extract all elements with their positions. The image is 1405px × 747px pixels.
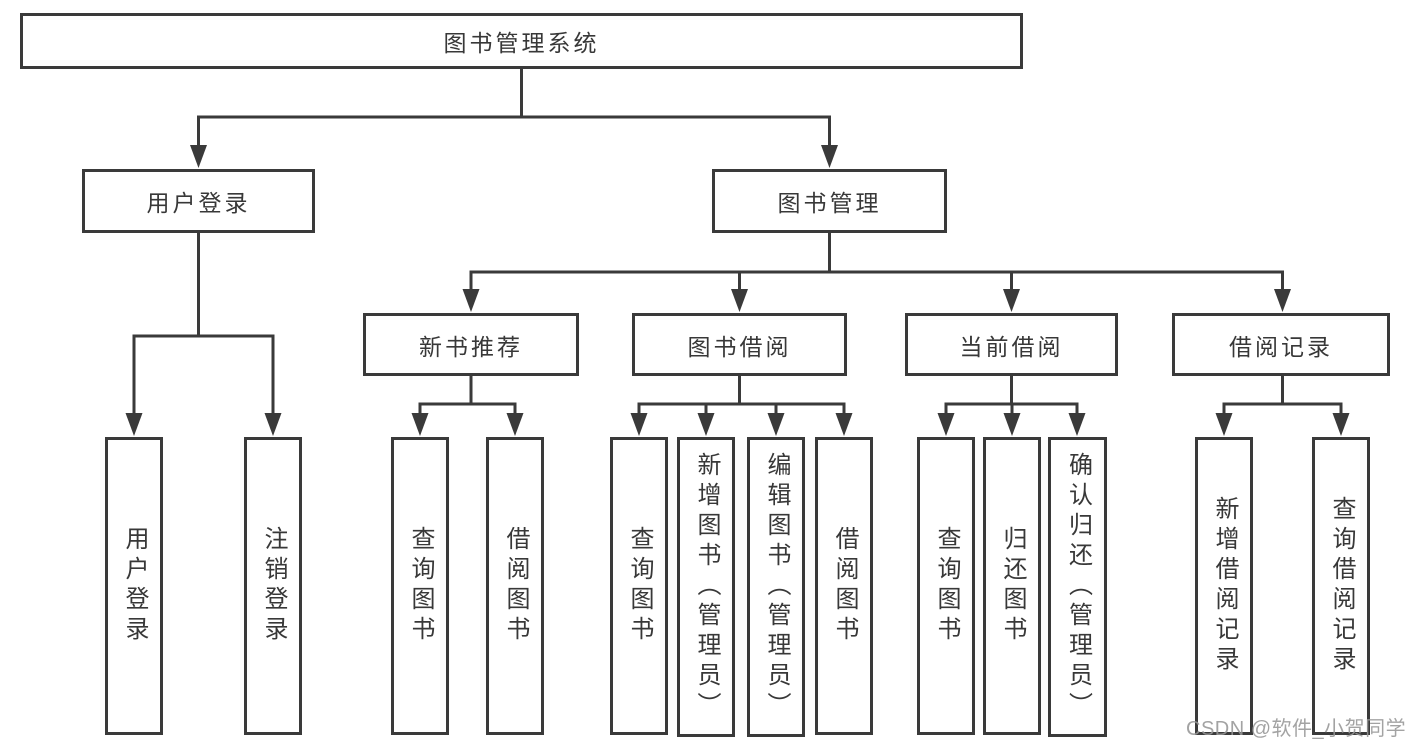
node-current-borrowing: 当前借阅 (905, 313, 1118, 376)
leaf-user-login: 用户登录 (105, 437, 163, 735)
csdn-watermark: CSDN @软件_小贺同学 (1186, 718, 1405, 740)
node-borrowing-records-label: 借阅记录 (1229, 333, 1333, 360)
leaf-edit-books-admin: 编辑图书（管理员） (747, 437, 805, 737)
leaf-add-books-admin: 新增图书（管理员） (677, 437, 735, 737)
leaf-confirm-return-admin: 确认归还（管理员） (1048, 437, 1107, 737)
leaf-query-books-recommend: 查询图书 (391, 437, 449, 735)
node-book-management-label: 图书管理 (777, 190, 882, 216)
leaf-query-books-borrowing: 查询图书 (610, 437, 668, 735)
node-root-system: 图书管理系统 (20, 13, 1023, 69)
leaf-borrow-books-borrowing: 借阅图书 (815, 437, 873, 735)
leaf-return-books: 归还图书 (983, 437, 1041, 735)
node-new-book-recommend-label: 新书推荐 (419, 333, 523, 360)
node-book-management: 图书管理 (712, 169, 947, 233)
leaf-add-borrow-record: 新增借阅记录 (1195, 437, 1253, 735)
node-root-label: 图书管理系统 (443, 30, 600, 56)
leaf-query-borrow-record: 查询借阅记录 (1312, 437, 1370, 735)
node-new-book-recommend: 新书推荐 (363, 313, 579, 376)
arrowheads (125, 145, 1350, 436)
node-book-borrowing-label: 图书借阅 (687, 333, 792, 360)
leaf-query-books-current: 查询图书 (917, 437, 975, 735)
node-user-login-label: 用户登录 (146, 190, 251, 216)
leaf-logout: 注销登录 (244, 437, 302, 735)
node-borrowing-records: 借阅记录 (1172, 313, 1390, 376)
node-book-borrowing: 图书借阅 (632, 313, 847, 376)
leaf-borrow-books-recommend: 借阅图书 (486, 437, 544, 735)
node-current-borrowing-label: 当前借阅 (959, 333, 1064, 360)
node-user-login: 用户登录 (82, 169, 315, 233)
